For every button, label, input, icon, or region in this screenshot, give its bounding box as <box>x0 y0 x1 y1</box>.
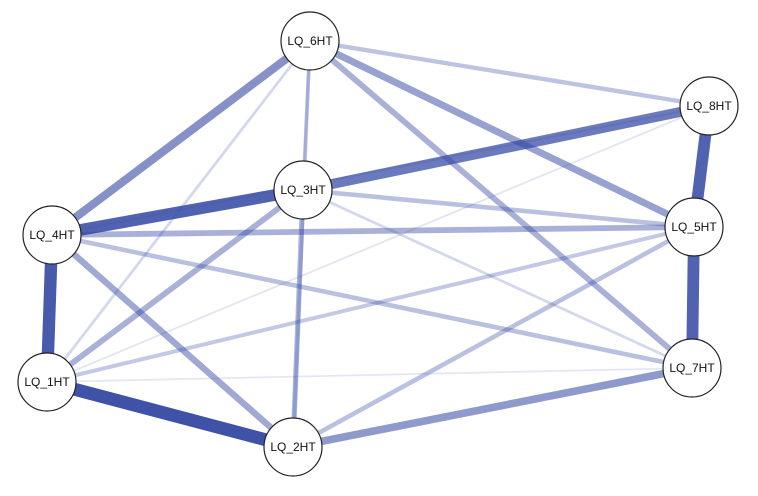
edge-LQ_6HT-LQ_4HT <box>49 37 313 239</box>
node-LQ_3HT: LQ_3HT <box>273 160 333 220</box>
node-circle <box>664 197 724 257</box>
node-LQ_8HT: LQ_8HT <box>679 76 739 136</box>
edge-LQ_3HT-LQ_2HT <box>290 189 306 448</box>
edge-LQ_4HT-LQ_2HT <box>49 232 296 450</box>
node-circle <box>273 160 333 220</box>
edge-LQ_6HT-LQ_2HT <box>291 40 312 448</box>
edge-LQ_1HT-LQ_8HT <box>46 105 710 383</box>
edge-LQ_4HT-LQ_5HT <box>51 224 695 238</box>
node-label: LQ_2HT <box>270 440 316 454</box>
node-circle <box>17 352 77 412</box>
edge-LQ_3HT-LQ_7HT <box>302 188 693 370</box>
edge-LQ_4HT-LQ_7HT <box>51 232 693 371</box>
edge-LQ_4HT-LQ_3HT <box>50 184 305 241</box>
edge-LQ_2HT-LQ_5HT <box>291 224 696 450</box>
node-label: LQ_7HT <box>669 361 715 375</box>
edge-LQ_1HT-LQ_7HT <box>46 367 693 383</box>
edge-LQ_6HT-LQ_7HT <box>308 38 694 371</box>
edge-LQ_1HT-LQ_2HT <box>45 375 295 454</box>
node-circle <box>662 338 722 398</box>
node-circle <box>280 11 340 71</box>
edge-LQ_2HT-LQ_7HT <box>292 364 693 451</box>
node-LQ_4HT: LQ_4HT <box>22 205 82 265</box>
node-label: LQ_3HT <box>280 183 326 197</box>
node-LQ_1HT: LQ_1HT <box>17 352 77 412</box>
node-circle <box>679 76 739 136</box>
node-label: LQ_5HT <box>671 220 717 234</box>
node-circle <box>263 417 323 477</box>
node-label: LQ_8HT <box>686 99 732 113</box>
edge-LQ_6HT-LQ_8HT <box>309 38 710 109</box>
node-LQ_5HT: LQ_5HT <box>664 197 724 257</box>
node-LQ_6HT: LQ_6HT <box>280 11 340 71</box>
edge-LQ_3HT-LQ_8HT <box>301 101 711 195</box>
edge-LQ_1HT-LQ_3HT <box>45 187 305 385</box>
edge-LQ_1HT-LQ_5HT <box>46 225 695 384</box>
nodes-layer: LQ_6HT LQ_8HT LQ_3HT LQ_4HT LQ_5HT LQ_1HT LQ_7… <box>17 11 739 477</box>
edge-LQ_6HT-LQ_5HT <box>308 37 696 231</box>
edges-layer <box>40 37 715 454</box>
node-circle <box>22 205 82 265</box>
node-LQ_7HT: LQ_7HT <box>662 338 722 398</box>
edge-LQ_3HT-LQ_5HT <box>302 187 695 230</box>
node-label: LQ_6HT <box>287 34 333 48</box>
node-label: LQ_4HT <box>29 228 75 242</box>
node-LQ_2HT: LQ_2HT <box>263 417 323 477</box>
node-label: LQ_1HT <box>24 375 70 389</box>
